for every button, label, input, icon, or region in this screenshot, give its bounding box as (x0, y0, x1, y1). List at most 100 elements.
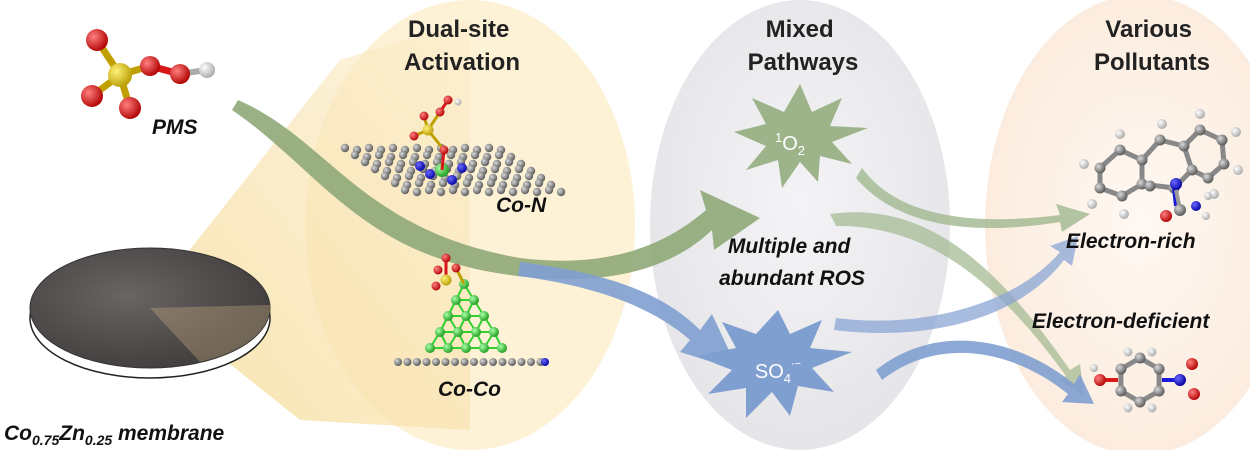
co-co-cluster (394, 253, 549, 366)
carbon-atom (446, 150, 456, 160)
carbon-atom (360, 157, 370, 167)
cobalt-atom (479, 343, 489, 353)
hydrogen-atom (1115, 129, 1125, 139)
pollutants-header-line2: Pollutants (1094, 49, 1210, 76)
carbon-atom (451, 358, 459, 366)
carbon-atom (413, 358, 421, 366)
nitrogen-atom (415, 161, 425, 171)
oxygen-atom (1186, 358, 1198, 370)
carbon-atom (400, 185, 410, 195)
hydrogen-atom (1123, 403, 1133, 413)
nitrogen-atom (1191, 201, 1201, 211)
carbon-atom (1216, 134, 1228, 146)
carbon-atom (1154, 134, 1166, 146)
carbon-atom (476, 171, 486, 181)
oxygen-atom (443, 95, 453, 105)
membrane-co-sub: 0.75 (32, 432, 59, 448)
carbon-atom (390, 178, 400, 188)
blue-arrow-so4-to-deficient (876, 340, 1094, 404)
carbon-atom (504, 157, 514, 167)
nitrogen-atom (541, 358, 549, 366)
svg-text:SO4·−: SO4·− (755, 358, 801, 386)
hydrogen-atom (1087, 199, 1097, 209)
o2-main: O (782, 133, 798, 155)
carbon-atom (494, 150, 504, 160)
membrane-label: Co0.75Zn0.25 membrane (4, 422, 225, 448)
carbon-atom (517, 358, 526, 366)
carbon-atom (1114, 144, 1126, 156)
green-arrow-o2-to-rich (856, 168, 1090, 232)
cobalt-atom (435, 327, 445, 337)
pathways-region (650, 0, 950, 450)
activation-header-line2: Activation (404, 49, 520, 76)
oxygen-atom (431, 281, 441, 291)
carbon-atom (508, 187, 518, 197)
hydrogen-atom (1204, 192, 1212, 200)
co-n-graphene-sheet (340, 95, 566, 197)
o2-subscript: 2 (798, 143, 805, 158)
nitrogen-atom (457, 163, 467, 173)
green-arrow-ros-to-deficient (830, 212, 1084, 396)
carbon-atom (1174, 204, 1186, 216)
cobalt-atom (497, 343, 507, 353)
carbon-atom (500, 171, 510, 181)
carbon-atom (472, 185, 482, 195)
cobalt-atom (461, 311, 471, 321)
svg-text:Various Pollutants: Various Pollutants (1094, 16, 1210, 76)
carbon-atom (470, 358, 478, 366)
carbon-atom (1134, 352, 1146, 364)
hydrogen-atom (1202, 212, 1210, 220)
carbon-atom (398, 150, 408, 160)
green-arrow-pms-to-o2 (232, 100, 760, 280)
hydrogen-atom (1157, 119, 1167, 129)
carbon-atom (350, 150, 360, 160)
hydrogen-atom (1195, 109, 1205, 119)
carbon-atom (404, 171, 414, 181)
cobalt-atom (479, 311, 489, 321)
carbon-atom (524, 171, 534, 181)
nitrogen-atom (447, 175, 457, 185)
sulfate-radical-burst: SO4·− (696, 310, 852, 418)
electron-rich-label: Electron-rich (1066, 230, 1196, 253)
pms-label: PMS (152, 116, 198, 139)
carbon-atom (1134, 396, 1146, 408)
nitrogen-atom (425, 169, 435, 179)
carbon-atom (484, 143, 494, 153)
carbon-atom (514, 164, 524, 174)
hydrogen-atom (1233, 165, 1243, 175)
carbon-atom (438, 178, 448, 188)
pollutants-header-line1: Various (1105, 16, 1192, 43)
carbon-atom (480, 157, 490, 167)
carbon-atom (340, 143, 350, 153)
co-n-label: Co-N (496, 194, 547, 217)
carbon-atom (432, 358, 440, 366)
electron-deficient-molecule (1090, 347, 1200, 413)
carbon-atom (556, 187, 566, 197)
carbon-atom (532, 187, 542, 197)
carbon-atom (374, 150, 384, 160)
carbon-atom (460, 358, 469, 366)
carbon-atom (436, 187, 446, 197)
carbon-atom (424, 185, 434, 195)
carbon-atom (1136, 154, 1148, 166)
carbon-atom (384, 157, 394, 167)
so4-superscript: ·− (791, 358, 801, 370)
electron-rich-molecule (1079, 109, 1243, 222)
carbon-atom (1218, 158, 1230, 170)
carbon-atom (448, 185, 458, 195)
carbon-atom (1094, 182, 1106, 194)
ros-label-line2: abundant ROS (719, 267, 865, 290)
carbon-atom (1178, 140, 1190, 152)
pms-molecule (81, 29, 215, 119)
hydrogen-atom (1147, 347, 1157, 357)
carbon-atom (508, 358, 516, 366)
carbon-atom (1115, 363, 1127, 375)
carbon-atom (380, 171, 390, 181)
cobalt-atom (453, 327, 463, 337)
hydrogen-atom (454, 98, 462, 106)
carbon-atom (422, 150, 432, 160)
carbon-atom (498, 358, 507, 366)
svg-text:Multiple and abundant ROS: Multiple and abundant ROS (719, 235, 865, 290)
cobalt-atom (461, 343, 471, 353)
nitrogen-atom (1174, 374, 1186, 386)
